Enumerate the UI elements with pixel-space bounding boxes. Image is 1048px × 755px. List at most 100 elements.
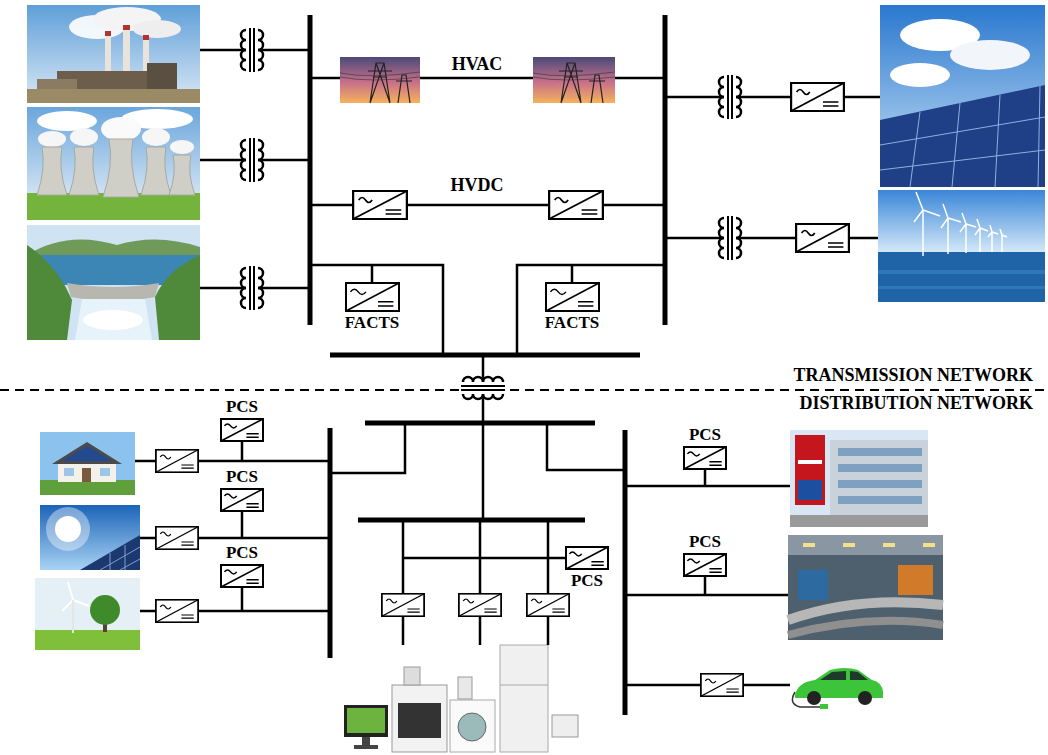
factory-photo — [788, 602, 943, 620]
hydro-dam-photo — [67, 283, 159, 301]
wire — [135, 50, 880, 685]
house-photo — [64, 468, 74, 476]
nuclear-plant-photo — [169, 155, 195, 195]
transmission-tower-photo — [340, 57, 420, 103]
converter-label: PCS — [226, 398, 258, 416]
nuclear-plant-photo — [101, 117, 141, 141]
solar-panel-photo — [80, 535, 140, 570]
coal-plant-photo — [123, 25, 130, 30]
nuclear-plant-photo — [27, 107, 200, 220]
appliances-photo — [500, 685, 548, 686]
converter-box — [684, 554, 726, 576]
hydro-dam-photo — [155, 255, 200, 340]
wind-turbine-photo — [62, 582, 89, 633]
converter-symbol — [220, 418, 264, 442]
converter-symbol — [353, 191, 407, 219]
converter-symbol — [345, 282, 400, 312]
offshore-wind-photo — [878, 190, 1045, 252]
dc-symbol — [378, 302, 393, 306]
offshore-wind-photo — [941, 204, 961, 254]
house-photo — [100, 468, 110, 476]
appliances-photo — [398, 703, 441, 738]
converter-box — [221, 489, 263, 511]
converter-symbol — [683, 446, 727, 470]
electric-car-photo — [820, 671, 868, 680]
bus-bar — [330, 353, 640, 358]
converter-symbol — [156, 83, 849, 696]
bus-bar — [310, 15, 665, 715]
electric-car-photo — [792, 692, 820, 707]
solar-farm-photo — [880, 5, 1045, 187]
converter-diagonal — [566, 547, 608, 569]
transformer-symbol — [461, 368, 505, 408]
transmission-tower-photo — [340, 57, 420, 103]
ac-symbol — [350, 289, 365, 294]
coal-plant-photo — [105, 31, 111, 36]
converter-block: PCS — [220, 398, 264, 442]
dc-symbol — [591, 562, 603, 565]
offshore-wind-photo — [1000, 229, 1007, 252]
offshore-wind-photo — [914, 192, 1007, 256]
converter-symbol — [545, 282, 600, 312]
offshore-wind-photo — [975, 219, 988, 252]
offshore-wind-photo — [914, 192, 940, 256]
electric-car-photo — [807, 691, 821, 705]
solar-panel-photo — [100, 545, 140, 570]
nuclear-plant-photo — [69, 147, 99, 195]
hydro-dam-photo — [75, 299, 152, 340]
converter-symbol — [527, 594, 569, 616]
appliances-photo — [500, 645, 548, 752]
converter-block: PCS — [220, 544, 264, 588]
converter-symbol — [796, 224, 849, 252]
converter-box — [566, 547, 608, 569]
wind-turbine-photo — [35, 578, 140, 650]
hospital-photo — [838, 464, 922, 472]
wire — [310, 265, 443, 355]
wire — [330, 423, 405, 473]
factory-photo — [803, 543, 935, 547]
wire — [547, 423, 625, 470]
appliances-photo — [344, 645, 578, 752]
converter-symbol — [156, 600, 198, 622]
converter-symbol — [701, 674, 743, 696]
wire — [482, 423, 485, 520]
wire — [403, 520, 548, 645]
transmission-tower-photo — [533, 57, 615, 103]
appliances-photo — [392, 685, 447, 752]
hydro-dam-photo — [27, 245, 72, 340]
factory-photo — [798, 570, 828, 600]
ac-symbol — [224, 494, 236, 498]
hospital-photo — [838, 448, 922, 504]
bus-bar — [358, 518, 585, 523]
transformer-symbol — [232, 28, 750, 408]
nuclear-plant-photo — [37, 139, 195, 197]
converter-label: PCS — [571, 572, 603, 590]
converter-box — [221, 565, 263, 587]
offshore-wind-photo — [988, 225, 998, 252]
bus-bar — [328, 428, 333, 658]
appliances-photo — [450, 700, 495, 752]
solar-farm-photo — [880, 85, 1045, 187]
converter-symbol — [459, 594, 501, 616]
converter-symbol — [683, 553, 727, 577]
offshore-wind-photo — [960, 213, 976, 253]
solar-farm-photo — [890, 63, 950, 87]
hospital-photo — [838, 496, 922, 504]
solar-panel-photo — [40, 505, 140, 570]
converter-symbol — [156, 527, 198, 549]
house-photo — [52, 442, 122, 464]
converter-box — [346, 283, 399, 311]
converter-symbol — [382, 594, 424, 616]
factory-photo — [843, 543, 855, 547]
converter-label: PCS — [226, 544, 258, 562]
dc-symbol — [246, 504, 258, 507]
converter-symbol — [220, 488, 264, 512]
hospital-photo — [795, 435, 825, 505]
converter-block: FACTS — [545, 282, 600, 332]
transmission-tower-photo — [533, 72, 615, 80]
nuclear-plant-photo — [37, 147, 67, 195]
transformer-symbol — [461, 368, 505, 408]
hospital-photo — [830, 440, 928, 527]
hospital-photo — [838, 448, 922, 456]
network-boundary — [0, 389, 1048, 391]
